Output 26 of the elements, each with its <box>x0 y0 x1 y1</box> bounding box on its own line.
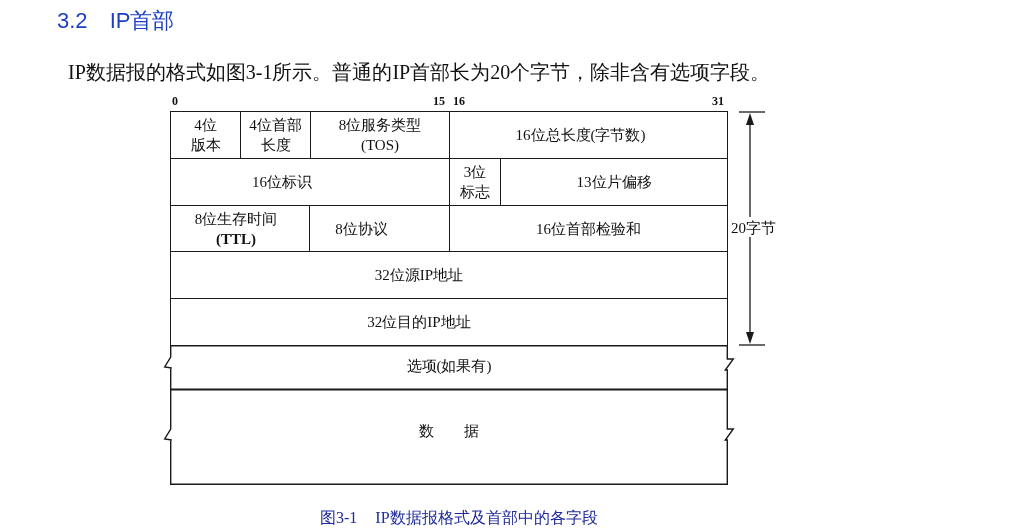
field-label: 选项(如果有) <box>406 356 492 376</box>
bit-number: 16 <box>453 94 465 108</box>
field-label: 16位总长度(字节数) <box>515 126 646 145</box>
field-label: 16位标识 <box>252 173 312 192</box>
body-paragraph: IP数据报的格式如图3-1所示。普通的IP首部长为20个字节，除非含有选项字段。 <box>68 60 771 84</box>
field-label: 13位片偏移 <box>576 173 652 192</box>
field-cell <box>170 251 728 299</box>
field-label: 数 据 <box>419 422 479 441</box>
bit-number: 15 <box>433 94 445 108</box>
section-heading: 3.2 IP首部 <box>57 8 175 34</box>
field-label: 8位生存时间(TTL) <box>193 209 279 249</box>
field-cell <box>170 298 728 346</box>
field-label: 32位源IP地址 <box>374 266 464 285</box>
field-label: 4位版本 <box>189 116 222 155</box>
field-label: 4位首部长度 <box>248 116 303 155</box>
field-label: 8位服务类型(TOS) <box>337 116 423 155</box>
figure-caption: 图3-1 IP数据报格式及首部中的各字段 <box>320 508 598 528</box>
field-cell <box>449 111 728 159</box>
bit-number: 31 <box>712 94 724 108</box>
bit-number: 0 <box>172 94 178 108</box>
field-label: 32位目的IP地址 <box>367 313 471 332</box>
field-label: 8位协议 <box>335 219 388 239</box>
dimension-label: 20字节 <box>731 219 776 237</box>
field-cell <box>170 111 241 159</box>
field-label: 16位首部检验和 <box>536 219 641 239</box>
field-label: 3位标志 <box>459 163 491 202</box>
